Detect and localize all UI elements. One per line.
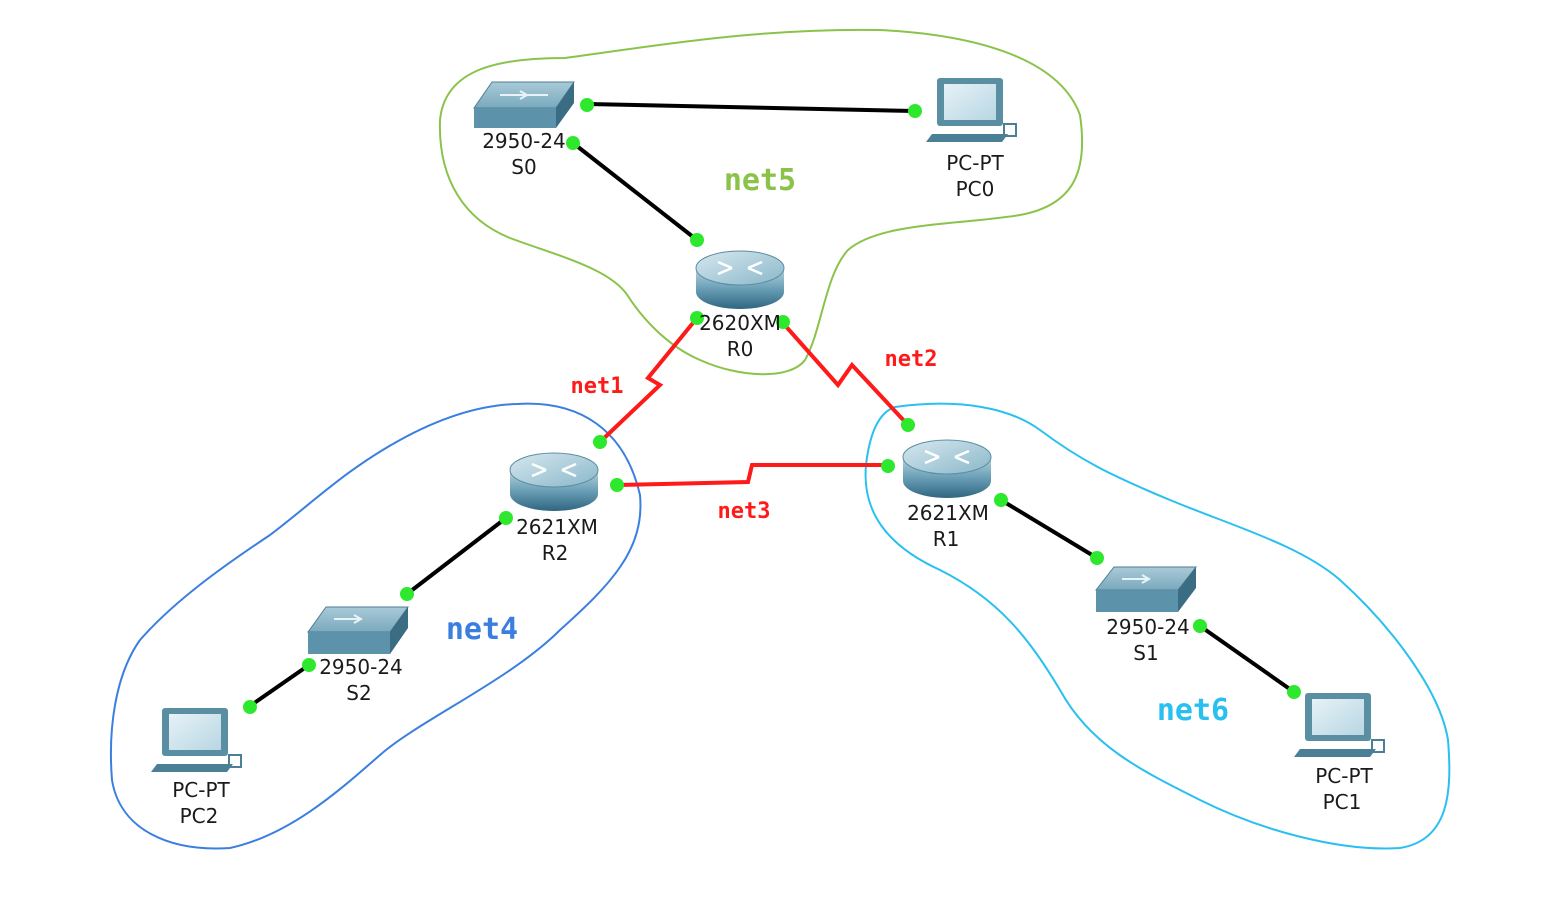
switch-s0[interactable] — [473, 81, 575, 128]
r2-name-label: R2 — [542, 541, 569, 565]
pc2-model-label: PC-PT — [172, 778, 230, 802]
s1-model-label: 2950-24 — [1106, 615, 1190, 639]
switch-s2[interactable] — [307, 606, 409, 654]
net2-label: net2 — [885, 347, 938, 372]
pc1-model-label: PC-PT — [1315, 764, 1373, 788]
pc0-model-label: PC-PT — [946, 151, 1004, 175]
pc-pc0[interactable] — [926, 78, 1017, 142]
pc-pc1[interactable] — [1294, 693, 1385, 757]
serial-link-net1 — [598, 316, 699, 444]
r0-name-label: R0 — [727, 337, 754, 361]
pc-pc2[interactable] — [151, 708, 242, 772]
serial-link-net2 — [780, 320, 910, 427]
link-s0-r0 — [571, 141, 699, 242]
r1-model-label: 2621XM — [907, 501, 989, 525]
r0-model-label: 2620XM — [699, 311, 781, 335]
net6-outline — [864, 402, 1451, 850]
pc2-name-label: PC2 — [180, 804, 219, 828]
router-r1[interactable] — [902, 439, 992, 498]
net4-label: net4 — [446, 612, 518, 647]
link-r2-s2 — [405, 516, 508, 596]
s0-name-label: S0 — [511, 155, 536, 179]
net5-label: net5 — [724, 163, 796, 198]
switch-s1[interactable] — [1094, 566, 1198, 612]
pc0-name-label: PC0 — [956, 177, 995, 201]
port-indicators — [243, 98, 1301, 714]
s2-name-label: S2 — [346, 681, 371, 705]
router-r0[interactable] — [695, 250, 785, 309]
router-r2[interactable] — [509, 452, 599, 511]
net3-label: net3 — [718, 499, 771, 524]
net1-label: net1 — [571, 374, 624, 399]
net4-outline — [109, 402, 642, 850]
r1-name-label: R1 — [933, 527, 960, 551]
pc1-name-label: PC1 — [1323, 790, 1362, 814]
serial-link-net3 — [616, 463, 888, 487]
s2-model-label: 2950-24 — [319, 655, 403, 679]
link-s2-pc2 — [248, 663, 311, 708]
net5-outline — [438, 28, 1084, 376]
link-s0-pc0 — [586, 102, 916, 113]
s1-name-label: S1 — [1133, 641, 1158, 665]
s0-model-label: 2950-24 — [482, 129, 566, 153]
net6-label: net6 — [1157, 693, 1229, 728]
link-s1-pc1 — [1198, 624, 1296, 694]
r2-model-label: 2621XM — [516, 515, 598, 539]
link-r1-s1 — [999, 498, 1099, 560]
